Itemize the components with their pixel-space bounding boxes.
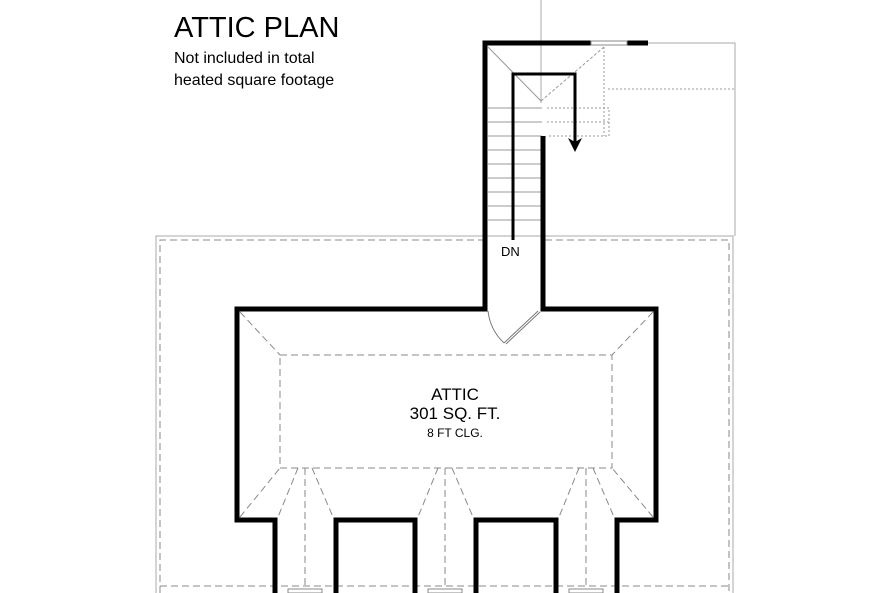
stair-dn-label: DN	[501, 244, 520, 259]
door-swing	[487, 310, 541, 345]
lower-level-outline	[155, 0, 736, 593]
room-name: ATTIC	[431, 385, 479, 404]
plan-title: ATTIC PLAN	[174, 12, 340, 44]
stair-direction-arrow	[511, 72, 577, 240]
roof-overhang-dashed	[159, 239, 730, 593]
room-ceiling: 8 FT CLG.	[427, 426, 483, 440]
walls	[234, 40, 659, 593]
arrow-head	[568, 138, 582, 152]
windows	[287, 40, 628, 593]
note-line-1: Not included in total	[174, 50, 315, 67]
plan-note: Not included in total heated square foot…	[174, 48, 334, 92]
note-line-2: heated square footage	[174, 72, 335, 89]
room-area: 301 SQ. FT.	[409, 404, 501, 423]
